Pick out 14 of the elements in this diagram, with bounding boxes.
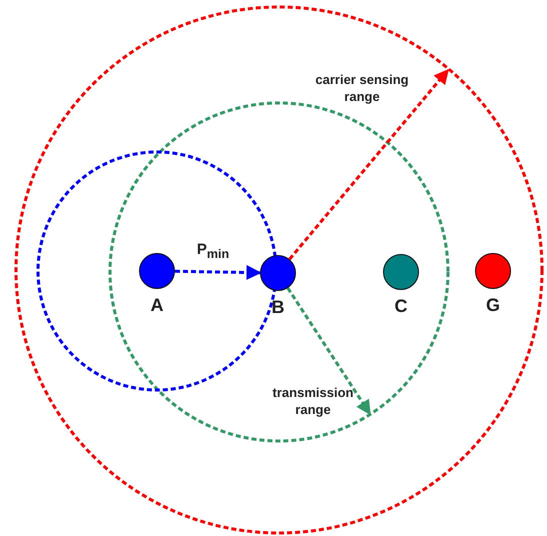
arrow — [174, 264, 262, 280]
edge-label: carrier sensing range — [314, 72, 410, 106]
arrow — [286, 287, 372, 416]
node-circle — [475, 253, 511, 289]
node-label: A — [150, 294, 164, 317]
node-label: C — [394, 295, 408, 318]
node-label: B — [270, 296, 286, 319]
node-circle — [139, 253, 175, 289]
node-label: G — [484, 294, 501, 317]
edge-label: P$_{min}$ — [196, 240, 230, 262]
node-circle — [383, 254, 419, 290]
node-circle — [260, 255, 296, 291]
arrow — [288, 68, 450, 260]
edge-label: transmission range — [272, 385, 354, 419]
